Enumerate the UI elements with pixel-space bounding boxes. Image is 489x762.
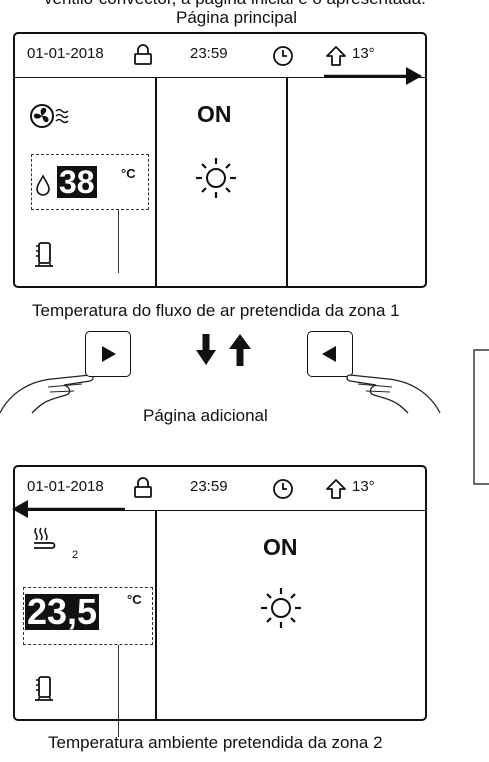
- clock-icon: [273, 479, 293, 499]
- fan-coil-icon: [30, 104, 69, 128]
- next-page-arrow-icon[interactable]: [324, 64, 424, 88]
- leader-line-zone2: [118, 645, 119, 737]
- setpoint-unit: °C: [121, 166, 136, 181]
- up-arrow-icon: [229, 334, 251, 366]
- column-divider: [155, 77, 157, 288]
- left-arrow-button-icon: [322, 346, 336, 362]
- annotation-zone1: Temperatura do fluxo de ar pretendida da…: [32, 301, 400, 320]
- home-outdoor-icon: [326, 46, 346, 66]
- time-label: 23:59: [190, 45, 228, 62]
- status-on-label[interactable]: ON: [263, 534, 298, 560]
- setpoint-value[interactable]: 23,5: [25, 591, 100, 632]
- column-divider: [286, 77, 288, 288]
- status-bar: 01-01-2018 23:59 13°: [15, 467, 425, 511]
- clock-icon: [273, 46, 293, 66]
- hand-icon: [346, 374, 441, 414]
- water-drop-icon: [36, 174, 50, 196]
- main-page-screen: 01-01-2018 23:59 13° ON 38 °C: [13, 32, 427, 288]
- sun-heating-icon[interactable]: [194, 156, 238, 200]
- right-arrow-button-icon: [102, 346, 116, 362]
- down-arrow-icon: [196, 334, 216, 365]
- lock-icon: [134, 477, 152, 498]
- extra-page-title: Página adicional: [143, 406, 268, 425]
- status-on-label[interactable]: ON: [197, 101, 232, 127]
- time-label: 23:59: [190, 478, 228, 495]
- zone-number-label: 2: [72, 549, 79, 561]
- annotation-zone2: Temperatura ambiente pretendida da zona …: [48, 733, 383, 752]
- status-bar: 01-01-2018 23:59 13°: [15, 34, 425, 78]
- date-label: 01-01-2018: [27, 478, 104, 495]
- setpoint-highlight-box: [31, 154, 149, 210]
- main-page-title: Página principal: [176, 8, 297, 27]
- hand-icon: [0, 374, 94, 414]
- top-caption-clipped: ventilo-convector, a página inicial é o …: [44, 0, 426, 9]
- setpoint-unit: °C: [127, 592, 142, 607]
- side-bracket: [473, 349, 489, 485]
- sun-heating-icon[interactable]: [259, 586, 303, 630]
- column-divider: [155, 510, 157, 721]
- prev-page-arrow-icon[interactable]: [10, 497, 130, 521]
- extra-page-screen: 01-01-2018 23:59 13° ON 2 23,5 °C: [13, 465, 427, 721]
- lock-icon: [134, 44, 152, 65]
- home-outdoor-icon: [326, 479, 346, 499]
- prev-page-button[interactable]: [307, 331, 353, 377]
- setpoint-value[interactable]: 38: [57, 164, 97, 200]
- leader-line-zone1: [118, 210, 119, 273]
- date-label: 01-01-2018: [27, 45, 104, 62]
- setpoint-highlight-box: [23, 587, 153, 645]
- next-page-button[interactable]: [85, 331, 131, 377]
- heat-pump-unit-icon: [35, 242, 53, 267]
- heat-pump-unit-icon: [35, 676, 53, 701]
- floor-heating-icon: [34, 527, 56, 549]
- outdoor-temp-label: 13°: [352, 478, 375, 495]
- outdoor-temp-label: 13°: [352, 45, 375, 62]
